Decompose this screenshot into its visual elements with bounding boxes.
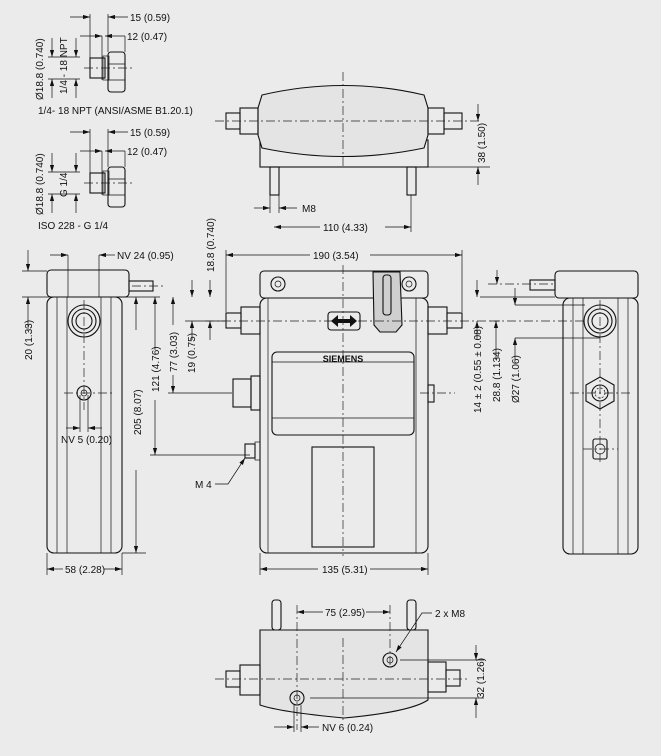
right-h28-dim: 28.8 (1.134) <box>492 348 503 402</box>
nv6-dim: NV 6 (0.24) <box>322 723 373 734</box>
iso-dim-12: 12 (0.47) <box>127 147 167 158</box>
npt-thread: 1/4 - 18 NPT <box>59 37 70 94</box>
bottom-holes-label: 2 x M8 <box>435 609 465 620</box>
left-h77-dim: 77 (3.03) <box>169 332 180 372</box>
npt-fitting-detail: 15 (0.59) 12 (0.47) Ø18.8 (0.740) 1/4 - … <box>35 13 193 117</box>
left-side-view: NV 24 (0.95) 20 (1.33) NV 5 (0.20) 205 (… <box>22 218 250 576</box>
right-side-view: 14 ± 2 (0.55 ± 0.08) 28.8 (1.134) Ø27 (1… <box>473 270 639 555</box>
left-h121-dim: 121 (4.76) <box>151 346 162 392</box>
front-view: SIEMENS 190 (3.54) 135 (5.31) <box>205 250 500 576</box>
right-h14-dim: 14 ± 2 (0.55 ± 0.08) <box>473 326 484 413</box>
left-h18-dim: 18.8 (0.740) <box>206 218 217 272</box>
left-h19-dim: 19 (0.75) <box>187 333 198 373</box>
top-height-dim: 38 (1.50) <box>477 123 488 163</box>
top-view: 38 (1.50) M8 110 (4.33) <box>215 72 490 234</box>
npt-diameter: Ø18.8 (0.740) <box>35 38 46 100</box>
double-arrow-icon <box>331 315 357 327</box>
front-width190-dim: 190 (3.54) <box>313 251 359 262</box>
front-width135-dim: 135 (5.31) <box>322 565 368 576</box>
npt-caption: 1/4- 18 NPT (ANSI/ASME B1.20.1) <box>38 106 193 117</box>
npt-dim-15: 15 (0.59) <box>130 13 170 24</box>
top-stud-spacing: 110 (4.33) <box>323 223 368 234</box>
bottom-depth-dim: 32 (1.26) <box>476 658 487 698</box>
m4-label: M 4 <box>195 480 212 491</box>
left-h20-dim: 20 (1.33) <box>24 320 35 360</box>
iso-diameter: Ø18.8 (0.740) <box>35 153 46 215</box>
left-h205-dim: 205 (8.07) <box>133 389 144 435</box>
left-width-dim: 58 (2.28) <box>65 565 105 576</box>
top-stud-dim: M8 <box>302 204 316 215</box>
nv24-dim: NV 24 (0.95) <box>117 251 174 262</box>
bottom-spacing-dim: 75 (2.95) <box>325 608 365 619</box>
iso-caption: ISO 228 - G 1/4 <box>38 221 108 232</box>
iso-fitting-detail: 15 (0.59) 12 (0.47) Ø18.8 (0.740) G 1/4 … <box>35 128 170 232</box>
flow-direction-badge <box>327 311 361 331</box>
npt-dim-12: 12 (0.47) <box>127 32 167 43</box>
right-dia27-dim: Ø27 (1.06) <box>511 355 522 403</box>
iso-thread: G 1/4 <box>59 172 70 197</box>
iso-dim-15: 15 (0.59) <box>130 128 170 139</box>
nv5-dim: NV 5 (0.20) <box>61 435 112 446</box>
bottom-view: 75 (2.95) 2 x M8 32 (1.26) NV 6 (0.24) <box>215 599 487 734</box>
